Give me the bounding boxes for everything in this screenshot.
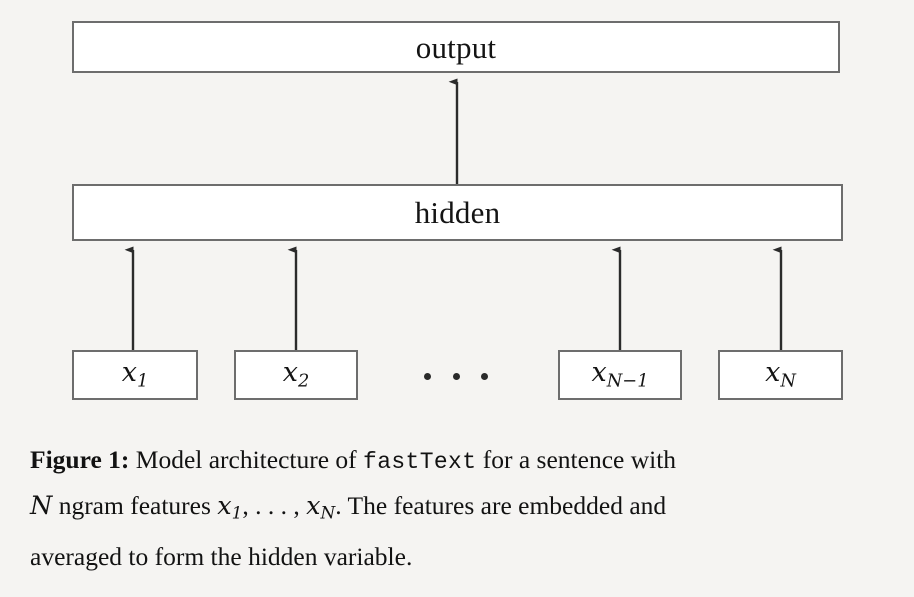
feature-node-x2: x2 bbox=[234, 350, 358, 400]
caption-mono-fasttext: fastText bbox=[363, 449, 477, 475]
feature-node-xn-1: xN−1 bbox=[558, 350, 682, 400]
caption-line1-after-mono: for a sentence with bbox=[476, 445, 677, 474]
caption-line-2: N ngram features x1, . . . , xN. The fea… bbox=[30, 484, 886, 535]
feature-node-xn-label: xN bbox=[765, 357, 796, 392]
ellipsis-icon bbox=[418, 358, 494, 394]
hidden-layer-label: hidden bbox=[414, 195, 501, 230]
caption-line2-text-b: . The features are embedded and bbox=[335, 491, 667, 520]
caption-math-xN: xN bbox=[306, 491, 336, 523]
feature-node-x1-label: x1 bbox=[121, 357, 149, 392]
feature-node-x2-label: x2 bbox=[282, 357, 310, 392]
caption-line-1: Figure 1: Model architecture of fastText… bbox=[30, 438, 886, 484]
output-layer-label: output bbox=[415, 29, 497, 65]
output-layer-box: output bbox=[72, 21, 840, 73]
model-architecture-diagram: output hidden x1 x2 xN−1 xN bbox=[72, 21, 843, 400]
figure-caption: Figure 1: Model architecture of fastText… bbox=[30, 438, 886, 578]
feature-node-xn: xN bbox=[718, 350, 843, 400]
feature-node-xn-1-label: xN−1 bbox=[591, 357, 649, 392]
hidden-layer-box: hidden bbox=[72, 184, 843, 241]
caption-comma-dots: , . . . , bbox=[242, 491, 307, 520]
feature-node-x1: x1 bbox=[72, 350, 198, 400]
caption-lead: Figure 1: bbox=[30, 445, 130, 474]
caption-line2-text-a: ngram features bbox=[52, 491, 218, 520]
caption-line-3: averaged to form the hidden variable. bbox=[30, 541, 413, 571]
caption-line1-before-mono: Model architecture of bbox=[129, 445, 364, 474]
caption-math-x1: x1 bbox=[217, 491, 243, 523]
caption-math-N: N bbox=[30, 491, 53, 521]
